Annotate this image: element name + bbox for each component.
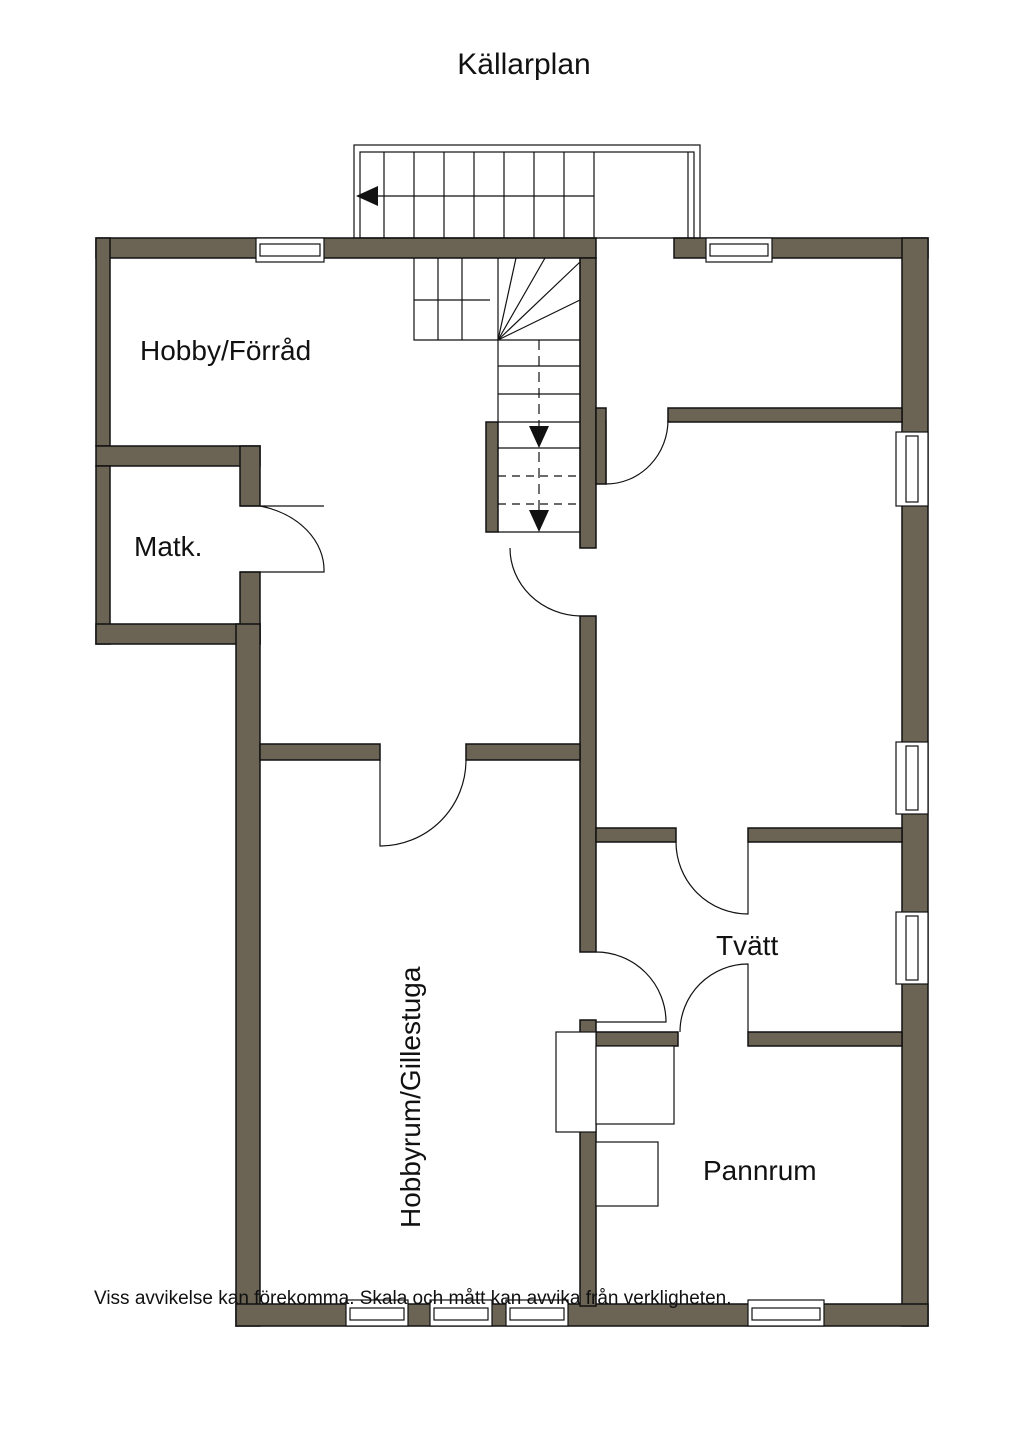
wall-tvatt-top-right (747, 827, 903, 843)
room-label-hobbyrum: Hobbyrum/Gillestuga (395, 966, 426, 1228)
room-label-tvatt: Tvätt (716, 930, 778, 961)
outer-walls (95, 237, 929, 1327)
door-hobby-tvatt (595, 951, 667, 1023)
wall-stair-left (485, 421, 499, 533)
window-pannrum-bottom (747, 1299, 825, 1327)
window-bottom-3 (505, 1299, 569, 1327)
wall-right-room-top (667, 407, 903, 423)
wall-matk-top (95, 445, 261, 467)
stairs-down-arrow-icon (529, 426, 549, 448)
interior-stairs (413, 257, 581, 548)
door-stair-bottom (509, 547, 581, 617)
wall-hobby-top-right (465, 743, 581, 761)
door-right-room (605, 419, 669, 485)
wall-stair-right (579, 257, 597, 549)
wall-top-left (95, 237, 597, 259)
room-label-hobby-forrad: Hobby/Förråd (140, 335, 311, 366)
wall-hobby-top-left (259, 743, 381, 761)
doors (240, 419, 749, 1033)
window-bottom-1 (345, 1299, 409, 1327)
wall-pannrum-top-left (595, 1031, 679, 1047)
wall-left-upper (95, 237, 111, 447)
door-pannrum (679, 963, 749, 1033)
disclaimer-text: Viss avvikelse kan förekomma. Skala och … (94, 1288, 732, 1309)
outdoor-stairs (353, 144, 701, 239)
wall-center-vertical (579, 615, 597, 953)
door-hobbyrum (379, 759, 467, 847)
windows (255, 237, 929, 1327)
wall-left-lower (235, 623, 261, 1327)
window-right-3 (895, 911, 929, 985)
stairs-arrow-icon (356, 186, 378, 206)
water-heater (555, 1031, 597, 1133)
room-label-pannrum: Pannrum (703, 1155, 817, 1186)
pannrum-fixtures (555, 1031, 675, 1207)
wall-matk-left (95, 465, 111, 645)
window-right-2 (895, 741, 929, 815)
door-matk (240, 505, 325, 573)
window-right-top (705, 237, 773, 263)
door-tvatt-top (675, 841, 749, 915)
wall-tvatt-top-left (595, 827, 677, 843)
wall-matk-right-upper (239, 445, 261, 507)
tank (595, 1141, 659, 1207)
window-bottom-2 (429, 1299, 493, 1327)
wall-pannrum-top-right (747, 1031, 903, 1047)
wall-right-room-left (595, 407, 607, 485)
stairs-down-arrow-icon-2 (529, 510, 549, 532)
window-hobby-top (255, 237, 325, 263)
boiler (595, 1045, 675, 1125)
window-right-1 (895, 431, 929, 507)
plan-title: Källarplan (457, 48, 591, 81)
room-label-matk: Matk. (134, 531, 202, 562)
